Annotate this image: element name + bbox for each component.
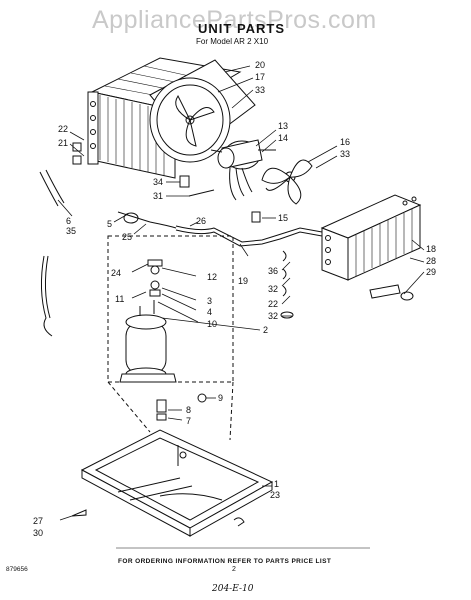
fan-blade <box>261 159 313 205</box>
callout-35: 35 <box>66 226 77 236</box>
callout-31: 31 <box>153 191 164 201</box>
diagram-subtitle: For Model AR 2 X10 <box>196 37 269 46</box>
callout-1: 1 <box>274 479 280 489</box>
base-pan <box>80 429 274 537</box>
power-cord <box>40 255 53 337</box>
ordering-info-note: FOR ORDERING INFORMATION REFER TO PARTS … <box>118 558 332 565</box>
mounting-nut <box>197 393 207 403</box>
grommet-parts <box>282 250 287 297</box>
mounting-spacer <box>156 399 167 413</box>
callout-32: 32 <box>268 284 279 294</box>
clamp-part <box>280 311 294 319</box>
evaporator-coil <box>320 194 422 281</box>
callout-36: 36 <box>268 266 279 276</box>
callout-12: 12 <box>207 272 218 282</box>
watermark-text: AppliancePartsPros.com <box>92 6 377 34</box>
callout-25: 25 <box>122 232 133 242</box>
callout-30: 30 <box>33 528 44 538</box>
callout-32: 32 <box>268 311 279 321</box>
callout-18: 18 <box>426 244 437 254</box>
callout-26: 26 <box>196 216 207 226</box>
page-number: 2 <box>232 566 236 573</box>
callout-22: 22 <box>58 124 69 134</box>
callout-20: 20 <box>255 60 266 70</box>
callout-14: 14 <box>278 133 289 143</box>
bracket-part <box>233 517 245 527</box>
fan-shroud <box>149 59 256 163</box>
callout-3: 3 <box>207 296 213 306</box>
fan-motor <box>210 139 276 201</box>
compressor-compartment-outline <box>107 235 234 383</box>
callout-7: 7 <box>186 416 192 426</box>
capacitor-lead <box>188 189 215 197</box>
refrigerant-tubing <box>117 211 323 247</box>
callout-34: 34 <box>153 177 164 187</box>
callout-8: 8 <box>186 405 192 415</box>
callout-21: 21 <box>58 138 69 148</box>
diagram-title: UNIT PARTS <box>198 21 286 36</box>
callout-13: 13 <box>278 121 289 131</box>
callout-19: 19 <box>238 276 249 286</box>
callout-23: 23 <box>270 490 281 500</box>
fitting-part <box>251 211 261 223</box>
callout-28: 28 <box>426 256 437 266</box>
callout-15: 15 <box>278 213 289 223</box>
callout-33: 33 <box>340 149 351 159</box>
drain-tube <box>39 169 65 207</box>
clip-part <box>400 291 414 301</box>
callout-9: 9 <box>218 393 224 403</box>
callout-5: 5 <box>107 219 113 229</box>
callout-10: 10 <box>207 319 218 329</box>
heater-part <box>369 284 401 299</box>
handwritten-note: 204-E-10 <box>212 584 254 594</box>
callout-2: 2 <box>263 325 269 335</box>
screw-part <box>71 509 87 517</box>
callout-17: 17 <box>255 72 266 82</box>
callout-24: 24 <box>111 268 122 278</box>
callout-4: 4 <box>207 307 213 317</box>
capacitor-bracket <box>179 175 190 188</box>
callout-33: 33 <box>255 85 266 95</box>
callout-6: 6 <box>66 216 72 226</box>
document-reference: 879656 <box>6 566 28 573</box>
callout-27: 27 <box>33 516 44 526</box>
callout-11: 11 <box>115 294 125 304</box>
callout-29: 29 <box>426 267 437 277</box>
callout-22: 22 <box>268 299 279 309</box>
mounting-grommet <box>156 413 167 421</box>
callout-16: 16 <box>340 137 351 147</box>
capillary-fitting <box>123 212 139 224</box>
clip-part <box>72 155 82 165</box>
compressor <box>119 259 177 383</box>
